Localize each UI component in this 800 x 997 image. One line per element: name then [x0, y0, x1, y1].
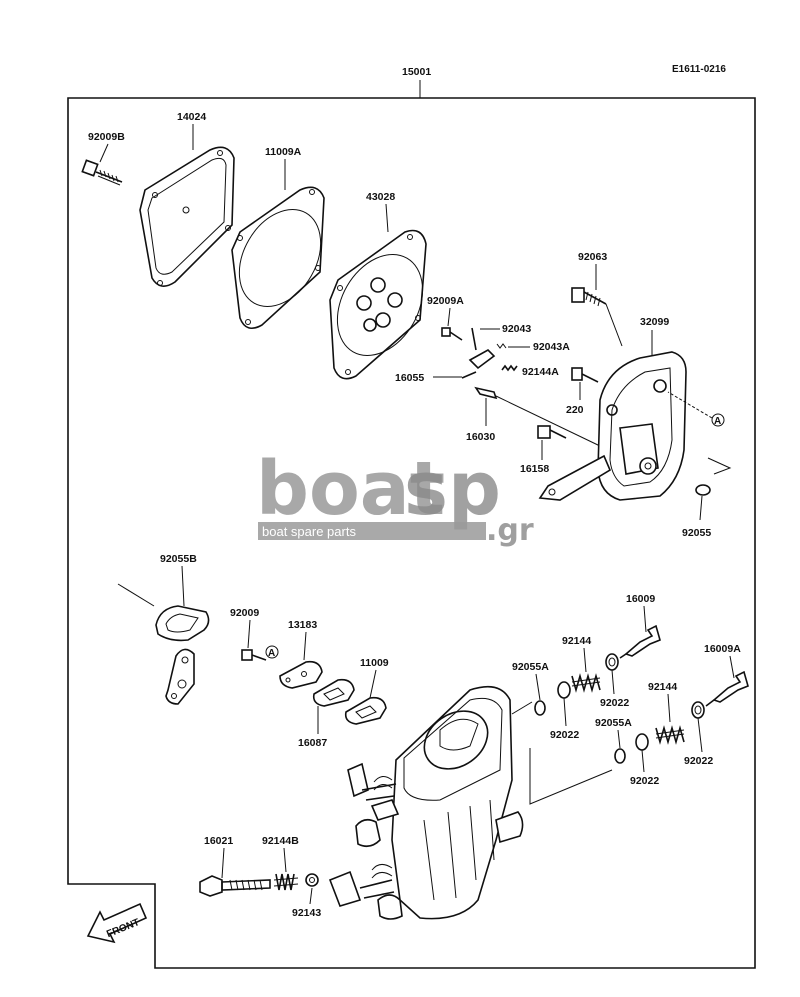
part-number-label: 13183	[288, 619, 317, 631]
ref-marker-a-upper: A	[667, 391, 725, 427]
part-number-label: 92009	[230, 607, 259, 619]
part-11009-gasket	[344, 696, 387, 725]
part-16021-screw	[199, 875, 271, 897]
part-number-label: 92144B	[262, 835, 299, 847]
part-number-label: 43028	[366, 191, 395, 203]
part-number-label: 92143	[292, 907, 321, 919]
part-number-label: 11009A	[265, 146, 302, 158]
part-16087-gasket	[312, 678, 355, 707]
part-92055A-oring-1	[534, 700, 546, 716]
part-number-label: 92144	[562, 635, 591, 647]
part-number-label: 16009A	[704, 643, 741, 655]
part-92055A-oring-2	[614, 748, 626, 764]
part-number-label: 92144	[648, 681, 677, 693]
part-16158-screw	[537, 425, 567, 439]
watermark-brand-main: boat	[256, 446, 445, 532]
part-92022-washer-4	[691, 701, 705, 719]
part-43028-diaphragm	[329, 229, 427, 380]
svg-text:A: A	[268, 648, 275, 659]
watermark-brand-tld: .gr	[486, 513, 534, 548]
part-220-screw	[571, 367, 599, 383]
part-16009-needle	[619, 624, 661, 659]
part-number-label: 220	[566, 404, 584, 416]
part-number-label: 92055	[682, 527, 711, 539]
part-92144B-spring	[273, 873, 299, 891]
front-direction-arrow: FRONT	[86, 902, 148, 944]
part-number-label: 92043A	[533, 341, 570, 353]
part-92144A-spring	[501, 364, 518, 372]
part-number-label: 92022	[630, 775, 659, 787]
part-92063-screw	[571, 287, 607, 307]
part-92055-oring	[695, 484, 711, 496]
ref-marker-a-lower: A	[265, 645, 279, 659]
watermark-tagline: boat spare parts	[262, 524, 356, 539]
part-32099-cover	[538, 351, 687, 501]
part-92055B-gasket	[155, 605, 210, 705]
watermark-tagline-bar	[258, 522, 486, 540]
part-carburetor-body	[328, 685, 524, 920]
part-number-label: 16158	[520, 463, 549, 475]
part-number-label: 32099	[640, 316, 669, 328]
part-92022-washer-1	[557, 681, 571, 699]
part-92144-spring-1	[571, 673, 601, 693]
watermark-brand-accent: sp	[404, 446, 501, 532]
part-number-label: 16009	[626, 593, 655, 605]
part-number-label: 16030	[466, 431, 495, 443]
part-14024-cover	[139, 146, 235, 287]
part-92043A-spring	[496, 343, 507, 349]
part-92009-screw	[241, 649, 267, 661]
part-16030-needle	[474, 386, 601, 447]
diagram-frame	[67, 97, 756, 969]
part-number-label: 92144A	[522, 366, 559, 378]
part-16009A-needle	[705, 670, 749, 707]
part-92144-spring-2	[655, 725, 685, 745]
part-92022-washer-3	[635, 733, 649, 751]
part-13183-cover	[279, 660, 323, 689]
drawing-code: E1611-0216	[672, 64, 726, 75]
part-number-label: 92022	[684, 755, 713, 767]
part-92143-collar	[305, 873, 319, 887]
part-number-label: 92009A	[427, 295, 464, 307]
part-number-label: 92055B	[160, 553, 197, 565]
svg-text:A: A	[714, 416, 721, 427]
assembly-number: 15001	[402, 66, 431, 78]
part-number-label: 16021	[204, 835, 233, 847]
part-number-label: 92022	[550, 729, 579, 741]
part-number-label: 92055A	[512, 661, 549, 673]
part-number-label: 16055	[395, 372, 424, 384]
part-92009A-screw	[441, 327, 463, 341]
part-11009A-gasket	[231, 186, 325, 330]
part-number-label: 92055A	[595, 717, 632, 729]
part-number-label: 92043	[502, 323, 531, 335]
part-number-label: 14024	[177, 111, 206, 123]
part-number-label: 92022	[600, 697, 629, 709]
part-16055-lever	[461, 349, 496, 379]
part-number-label: 92063	[578, 251, 607, 263]
part-92022-washer-2	[605, 653, 619, 671]
part-number-label: 16087	[298, 737, 327, 749]
part-92043-pin	[471, 327, 477, 351]
part-number-label: 11009	[360, 657, 389, 669]
part-number-label: 92009B	[88, 131, 125, 143]
watermark-boatsp: boat sp .gr boat spare parts	[256, 446, 534, 548]
part-92009B-screw	[81, 159, 123, 186]
